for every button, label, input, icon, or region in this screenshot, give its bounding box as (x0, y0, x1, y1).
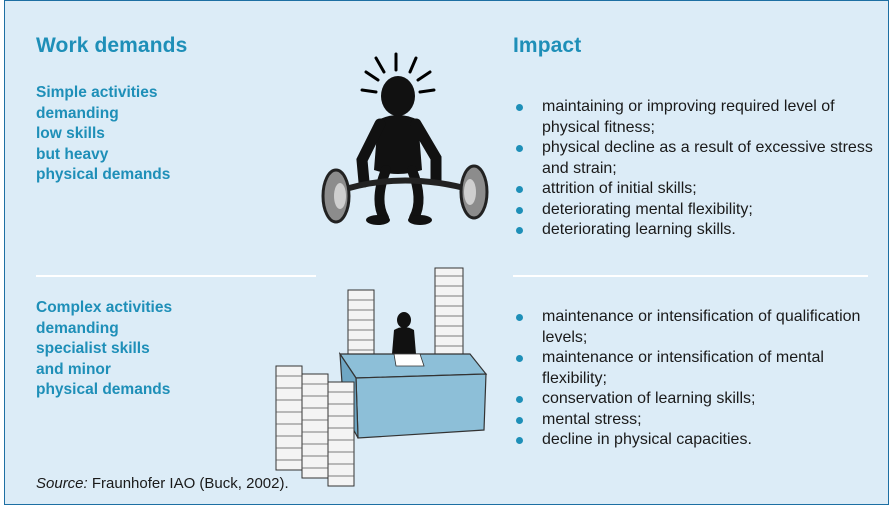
activity-line: low skills (36, 125, 105, 142)
activity-line: physical demands (36, 166, 171, 183)
impact-list-complex: maintenance or intensification of qualif… (513, 307, 873, 451)
impact-heading: Impact (513, 34, 582, 57)
row-divider-right (513, 275, 868, 277)
activity-line: and minor (36, 360, 111, 378)
activity-line: demanding (36, 319, 119, 337)
impact-list-simple: maintaining or improving required level … (513, 97, 873, 241)
impact-item: conservation of learning skills; (513, 389, 873, 410)
activity-line: Simple activities (36, 84, 158, 101)
activity-line: specialist skills (36, 340, 150, 357)
activity-description-complex: Complex activities demanding specialist … (36, 298, 172, 401)
desk-with-paper-stacks-icon (275, 267, 488, 487)
work-demands-heading: Work demands (36, 34, 188, 57)
activity-line: but heavy (36, 145, 109, 163)
impact-item: maintenance or intensification of qualif… (513, 307, 873, 348)
impact-item: attrition of initial skills; (513, 179, 873, 200)
activity-line: physical demands (36, 381, 171, 398)
source-text: Fraunhofer IAO (Buck, 2002). (91, 475, 289, 492)
impact-item: decline in physical capacities. (513, 430, 873, 451)
weightlifter-icon (321, 52, 489, 225)
impact-item: deteriorating learning skills. (513, 220, 873, 241)
source-label: Source: (36, 475, 88, 492)
impact-item: deteriorating mental flexibility; (513, 200, 873, 221)
impact-item: maintenance or intensification of mental… (513, 348, 873, 389)
row-divider-left (36, 275, 316, 277)
activity-line: Complex activities (36, 299, 173, 316)
activity-description-simple: Simple activities demanding low skills b… (36, 83, 170, 186)
activity-line: demanding (36, 104, 119, 122)
impact-item: maintaining or improving required level … (513, 97, 873, 138)
impact-item: mental stress; (513, 410, 873, 431)
source-note: Source: Fraunhofer IAO (Buck, 2002). (36, 475, 289, 492)
impact-item: physical decline as a result of excessiv… (513, 138, 873, 179)
